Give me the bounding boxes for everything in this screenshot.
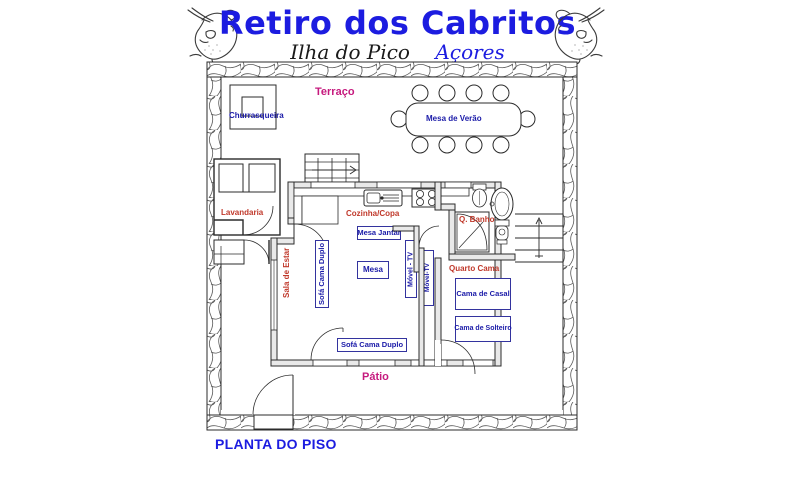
room-label-quarto-cama: Quarto Cama [449, 264, 500, 273]
furniture-sofa-cama-duplo-horizontal: Sofá Cama Duplo [337, 338, 407, 352]
furniture-cama-de-solteiro: Cama de Solteiro [454, 316, 512, 342]
subtitle-region: Açores [435, 40, 505, 64]
toilet-icon [472, 183, 487, 208]
bathtub-icon [489, 187, 514, 221]
plan-caption: PLANTA DO PISO [215, 436, 337, 452]
bedroom-room [434, 257, 476, 375]
room-label-q-banho: Q. Banho [459, 215, 495, 224]
furniture-sofa-cama-duplo-vertical: Sofá Cama Duplo [315, 240, 329, 308]
furniture-label-mesa: Mesa [362, 264, 383, 274]
shower-icon [454, 211, 490, 253]
kitchen-fixtures-group [363, 188, 441, 208]
lavandaria-room [213, 158, 281, 265]
furniture-label-mesa-de-verao: Mesa de Verão [426, 114, 482, 123]
bidet-icon [494, 219, 510, 245]
floor-plan-drawing: Terraço Churrasqueira Mesa de Verão [206, 61, 578, 431]
furniture-label-mesa-jantar: Mesa Jantar [357, 228, 401, 238]
mesa-de-verao-group [390, 84, 536, 154]
page-title: Retiro dos Cabritos [218, 4, 577, 42]
room-label-sala-de-estar: Sala de Estar [282, 247, 291, 298]
living-room-partition [392, 225, 440, 367]
page-header: Retiro dos Cabritos Ilha do Pico Açores [0, 0, 795, 68]
goat-head-icon [187, 7, 238, 64]
furniture-label-cama-de-casal: Cama de Casal [456, 289, 510, 299]
furniture-mesa: Mesa [357, 261, 389, 279]
kitchen-sink-icon [363, 189, 403, 207]
goat-head-icon [554, 7, 605, 64]
room-label-lavandaria: Lavandaria [221, 208, 264, 217]
furniture-label-cama-de-solteiro: Cama de Solteiro [454, 325, 512, 333]
area-label-patio: Pátio [362, 371, 389, 383]
bbq-grill-icon [229, 84, 277, 130]
house-outline [270, 181, 502, 367]
furniture-cama-de-casal: Cama de Casal [455, 278, 511, 310]
page-subtitle: Ilha do Pico Açores [0, 40, 795, 64]
furniture-mesa-jantar: Mesa Jantar [357, 226, 401, 240]
bathroom-room [434, 181, 516, 261]
area-label-terraco: Terraço [315, 86, 355, 98]
furniture-label-churrasqueira: Churrasqueira [229, 111, 284, 120]
furniture-label-sofa-cama-duplo: Sofá Cama Duplo [317, 242, 327, 306]
subtitle-island: Ilha do Pico [290, 40, 410, 64]
exterior-stairs-icon [515, 213, 563, 263]
furniture-label-sofa-cama-duplo-2: Sofá Cama Duplo [340, 340, 404, 350]
room-label-cozinha-copa: Cozinha/Copa [346, 209, 400, 218]
